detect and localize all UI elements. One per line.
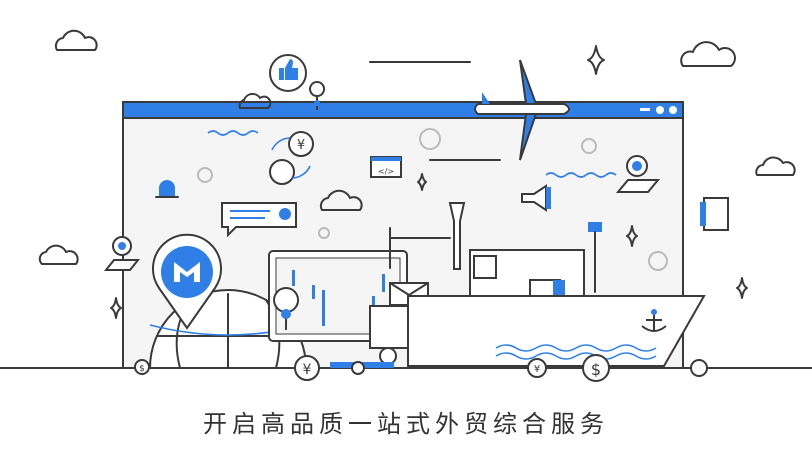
- coin-icon: $: [582, 354, 610, 382]
- svg-text:¥: ¥: [534, 364, 540, 375]
- dot-decoration: [690, 359, 708, 377]
- currency-exchange-icon: ¥: [269, 131, 314, 185]
- wave-decoration: [545, 172, 617, 178]
- dot-decoration: [351, 361, 365, 375]
- code-icon: </>: [370, 156, 402, 178]
- sparkle-icon: [626, 225, 638, 247]
- notebook-icon: [700, 197, 729, 231]
- dot-decoration: [318, 227, 330, 239]
- sparkle-icon: [587, 45, 605, 75]
- megaphone-icon: [521, 184, 551, 212]
- siren-icon: [155, 180, 179, 198]
- cloud-icon: [238, 93, 272, 109]
- airplane-icon: [369, 59, 570, 161]
- yen-symbol: ¥: [297, 138, 305, 153]
- sparkle-icon: [736, 277, 748, 299]
- dot-decoration: [419, 128, 441, 150]
- thumbs-up-icon: [269, 54, 307, 92]
- caption-title: 开启高品质一站式外贸综合服务: [203, 410, 609, 438]
- anchor-icon: [641, 309, 667, 332]
- brand-logo-pin: [152, 233, 222, 330]
- location-pin-icon: [615, 155, 661, 193]
- svg-text:¥: ¥: [303, 362, 312, 378]
- svg-text:$: $: [591, 360, 601, 379]
- sparkle-icon: [417, 173, 427, 191]
- svg-text:$: $: [139, 364, 145, 374]
- location-pin-icon: [309, 81, 326, 111]
- cloud-icon: [54, 29, 98, 51]
- svg-text:</>: </>: [378, 167, 394, 176]
- wave-decoration: [207, 130, 259, 136]
- location-pin-icon: [103, 236, 141, 271]
- dot-decoration: [197, 167, 213, 183]
- dot-decoration: [648, 251, 668, 271]
- coin-icon: $: [134, 359, 150, 375]
- cloud-icon: [680, 41, 736, 67]
- dot-decoration: [581, 138, 597, 154]
- cloud-icon: [755, 156, 796, 176]
- cloud-icon: [319, 189, 363, 211]
- chat-bubble-icon: [221, 202, 297, 238]
- sparkle-icon: [110, 297, 122, 319]
- cargo-ship-icon: [407, 249, 706, 367]
- port-tower-icon: [389, 202, 602, 293]
- coin-icon: ¥: [294, 355, 320, 381]
- coin-icon: ¥: [527, 358, 547, 378]
- cloud-icon: [38, 244, 79, 265]
